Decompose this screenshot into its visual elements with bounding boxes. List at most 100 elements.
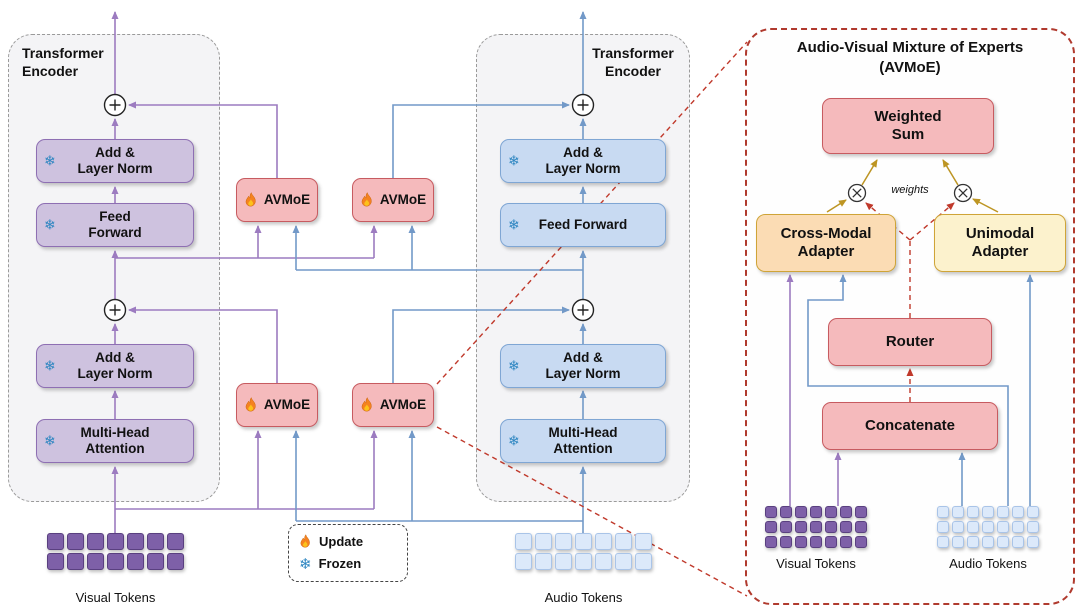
multiply-icon <box>847 183 973 203</box>
cross-modal-adapter-box: Cross-Modal Adapter <box>756 214 896 272</box>
token-cell <box>952 536 964 548</box>
block-label: Feed <box>99 209 131 225</box>
concatenate-box: Concatenate <box>822 402 998 450</box>
token-cell <box>535 553 552 570</box>
encoder-title-line: Encoder <box>22 63 79 80</box>
block-label: Add & <box>563 350 603 366</box>
token-cell <box>810 536 822 548</box>
token-cell <box>107 533 124 550</box>
left-block-multi-head-attention: ❄ Multi-Head Attention <box>36 419 194 463</box>
router-box: Router <box>828 318 992 366</box>
box-label: Adapter <box>797 243 855 260</box>
box-label: Adapter <box>971 243 1029 260</box>
avmoe-module-lower-right: AVMoE <box>352 383 434 427</box>
panel-audio-lines <box>807 274 1034 506</box>
token-cell <box>855 521 867 533</box>
token-cell <box>127 553 144 570</box>
token-cell <box>855 506 867 518</box>
block-label: Add & <box>563 145 603 161</box>
block-label: Feed Forward <box>538 217 628 233</box>
avmoe-module-upper-left: AVMoE <box>236 178 318 222</box>
token-cell <box>795 506 807 518</box>
token-cell <box>825 521 837 533</box>
token-cell <box>615 533 632 550</box>
token-cell <box>997 536 1009 548</box>
visual-stream-lines <box>111 11 378 533</box>
block-label: Add & <box>95 145 135 161</box>
visual-tokens-grid <box>47 533 184 570</box>
avmoe-label: AVMoE <box>263 397 311 413</box>
token-cell <box>840 506 852 518</box>
token-cell <box>780 536 792 548</box>
legend-update-row: Update <box>299 533 397 550</box>
token-cell <box>952 521 964 533</box>
legend: Update ❄ Frozen <box>288 524 408 582</box>
encoder-title-line: Transformer <box>592 45 674 61</box>
token-cell <box>147 533 164 550</box>
token-cell <box>167 533 184 550</box>
audio-tokens-grid <box>515 533 652 570</box>
right-encoder-title: Transformer Encoder <box>584 44 682 80</box>
block-label: Add & <box>95 350 135 366</box>
token-cell <box>937 506 949 518</box>
avmoe-label: AVMoE <box>263 192 311 208</box>
token-cell <box>615 553 632 570</box>
panel-visual-tokens-grid <box>765 506 867 548</box>
avmoe-module-upper-right: AVMoE <box>352 178 434 222</box>
token-cell <box>87 553 104 570</box>
block-label: Layer Norm <box>77 366 153 381</box>
box-label: Unimodal <box>965 225 1035 243</box>
token-cell <box>147 553 164 570</box>
left-encoder-title: Transformer Encoder <box>22 44 104 80</box>
token-cell <box>795 521 807 533</box>
fire-icon <box>361 396 372 411</box>
token-cell <box>937 536 949 548</box>
snowflake-icon: ❄ <box>508 432 520 449</box>
token-cell <box>982 536 994 548</box>
token-cell <box>765 521 777 533</box>
token-cell <box>952 506 964 518</box>
box-label: Concatenate <box>864 417 956 435</box>
gold-weight-lines <box>826 159 999 213</box>
panel-visual-lines <box>786 274 842 506</box>
token-cell <box>515 533 532 550</box>
token-cell <box>795 536 807 548</box>
token-cell <box>1012 506 1024 518</box>
block-label: Layer Norm <box>545 366 621 381</box>
fire-icon <box>245 396 256 411</box>
token-cell <box>1027 536 1039 548</box>
right-block-feed-forward: ❄ Feed Forward <box>500 203 666 247</box>
token-cell <box>515 553 532 570</box>
token-cell <box>167 553 184 570</box>
token-cell <box>595 553 612 570</box>
unimodal-adapter-box: Unimodal Adapter <box>934 214 1066 272</box>
add-icon <box>103 93 595 322</box>
panel-visual-tokens-label: Visual Tokens <box>776 556 856 571</box>
token-cell <box>67 553 84 570</box>
fire-icon <box>300 533 310 548</box>
left-block-feed-forward: ❄ Feed Forward <box>36 203 194 247</box>
token-cell <box>825 506 837 518</box>
token-cell <box>635 533 652 550</box>
token-cell <box>967 506 979 518</box>
right-block-add-layer-norm-top: ❄ Add & Layer Norm <box>500 139 666 183</box>
box-label: Sum <box>891 126 925 143</box>
right-block-add-layer-norm-bottom: ❄ Add & Layer Norm <box>500 344 666 388</box>
block-label: Layer Norm <box>545 161 621 176</box>
token-cell <box>635 553 652 570</box>
weights-label: weights <box>891 184 929 196</box>
legend-frozen-row: ❄ Frozen <box>299 555 397 573</box>
token-cell <box>840 536 852 548</box>
token-cell <box>1012 536 1024 548</box>
token-cell <box>967 521 979 533</box>
snowflake-icon: ❄ <box>508 357 520 374</box>
block-label: Forward <box>88 225 142 240</box>
snowflake-icon: ❄ <box>44 432 56 449</box>
legend-frozen-label: Frozen <box>318 556 362 571</box>
panel-title: Audio-Visual Mixture of Experts (AVMoE) <box>760 38 1060 79</box>
box-label: Router <box>885 333 935 351</box>
fire-icon <box>361 191 372 206</box>
encoder-title-line: Encoder <box>604 63 661 80</box>
